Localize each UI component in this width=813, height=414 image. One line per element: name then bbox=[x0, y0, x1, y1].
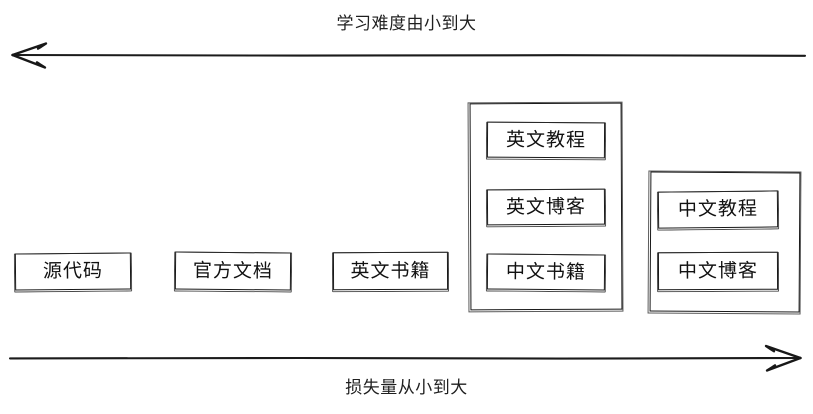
node-official-doc[interactable]: 官方文档 bbox=[174, 251, 292, 291]
node-label: 中文书籍 bbox=[505, 260, 587, 283]
top-axis-label: 学习难度由小到大 bbox=[336, 14, 477, 34]
node-english-book[interactable]: 英文书籍 bbox=[332, 251, 449, 291]
node-english-tutorial[interactable]: 英文教程 bbox=[486, 121, 606, 159]
node-english-blog[interactable]: 英文博客 bbox=[486, 188, 606, 226]
node-label: 英文博客 bbox=[505, 195, 587, 218]
node-label: 中文博客 bbox=[677, 259, 759, 282]
node-source-code[interactable]: 源代码 bbox=[14, 252, 132, 291]
node-chinese-blog[interactable]: 中文博客 bbox=[657, 251, 779, 291]
node-label: 源代码 bbox=[42, 259, 104, 283]
node-label: 中文教程 bbox=[677, 197, 759, 221]
arrow-right-icon bbox=[8, 344, 802, 372]
node-chinese-tutorial[interactable]: 中文教程 bbox=[657, 190, 779, 229]
node-label: 官方文档 bbox=[192, 259, 274, 282]
node-label: 英文教程 bbox=[505, 128, 587, 151]
arrow-left-icon bbox=[11, 42, 807, 69]
bottom-axis-label: 损失量从小到大 bbox=[345, 378, 468, 398]
node-chinese-book[interactable]: 中文书籍 bbox=[486, 253, 606, 291]
node-label: 英文书籍 bbox=[350, 259, 431, 282]
